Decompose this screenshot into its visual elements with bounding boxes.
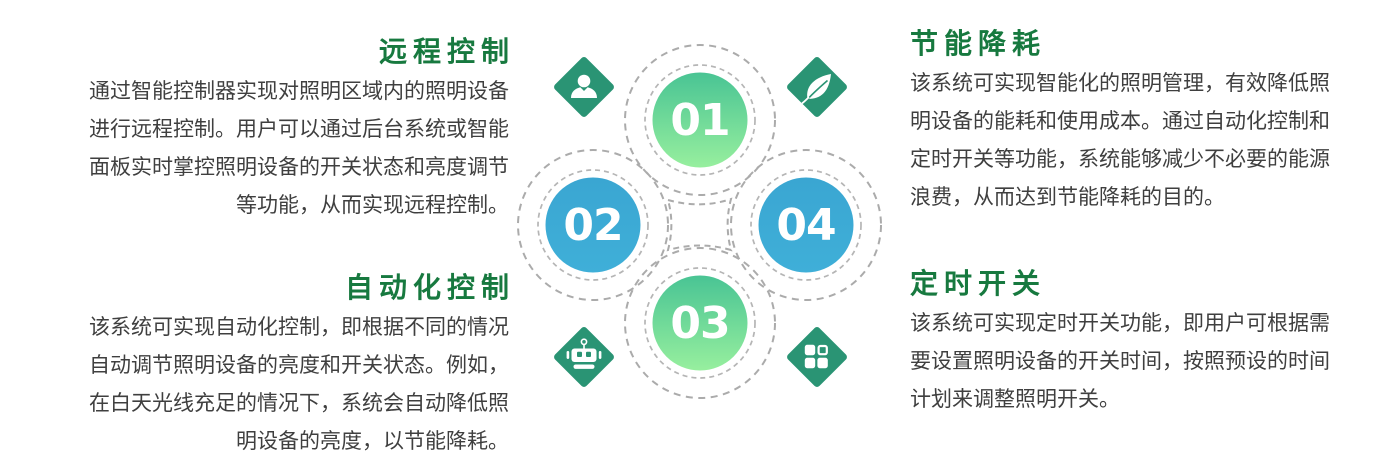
- section-body: 该系统可实现智能化的照明管理，有效降低照明设备的能耗和使用成本。通过自动化控制和…: [910, 72, 1330, 209]
- node-03-circle: [652, 275, 748, 371]
- node-04-circle: [758, 177, 854, 273]
- node-03: 03: [652, 275, 748, 371]
- node-02-number: 02: [563, 200, 622, 251]
- dashed-petal-left: [517, 149, 669, 301]
- center-dashed-square: [666, 197, 733, 252]
- section-remote-control: 远程控制 通过智能控制器实现对照明区域内的照明设备进行远程控制。用户可以通过后台…: [85, 36, 509, 225]
- robot-icon: [566, 338, 602, 369]
- dashed-petal-bottom: [624, 247, 776, 399]
- node-03-number: 03: [670, 298, 729, 349]
- section-title: 定时开关: [910, 268, 1047, 299]
- section-title: 自动化控制: [344, 272, 515, 303]
- node-04-number: 04: [776, 200, 835, 251]
- dashed-petal-top: [624, 44, 776, 196]
- dashed-ring-01: [644, 64, 756, 176]
- section-title: 远程控制: [378, 36, 515, 67]
- section-energy-saving: 节能降耗 该系统可实现智能化的照明管理，有效降低照明设备的能耗和使用成本。通过自…: [910, 28, 1334, 217]
- diamond-robot: [554, 327, 614, 387]
- node-01-number: 01: [670, 95, 729, 146]
- diamond-leaf: [787, 57, 847, 117]
- node-02-circle: [545, 177, 641, 273]
- section-timer-switch: 定时开关 该系统可实现定时开关功能，即用户可根据需要设置照明设备的开关时间，按照…: [910, 268, 1334, 419]
- node-04: 04: [758, 177, 854, 273]
- grid-icon: [804, 344, 828, 369]
- leaf-icon: [801, 74, 831, 104]
- node-02: 02: [545, 177, 641, 273]
- section-title: 节能降耗: [910, 28, 1047, 59]
- diamond-shape: [787, 327, 847, 387]
- inner-dashed-rings: [537, 64, 862, 379]
- diamond-grid: [787, 327, 847, 387]
- dashed-ring-02: [537, 169, 649, 281]
- node-01: 01: [652, 72, 748, 168]
- section-body: 该系统可实现自动化控制，即根据不同的情况自动调节照明设备的亮度和开关状态。例如，…: [89, 316, 509, 453]
- user-icon: [571, 74, 597, 98]
- dashed-ring-04: [750, 169, 862, 281]
- outer-dashed-circles: [517, 44, 882, 399]
- section-body: 通过智能控制器实现对照明区域内的照明设备进行远程控制。用户可以通过后台系统或智能…: [89, 80, 509, 217]
- dashed-ring-03: [644, 267, 756, 379]
- section-body: 该系统可实现定时开关功能，即用户可根据需要设置照明设备的开关时间，按照预设的时间…: [910, 312, 1330, 411]
- dashed-petal-right: [730, 149, 882, 301]
- section-automation-control: 自动化控制 该系统可实现自动化控制，即根据不同的情况自动调节照明设备的亮度和开关…: [85, 272, 509, 461]
- node-01-circle: [652, 72, 748, 168]
- diamond-user: [554, 57, 614, 117]
